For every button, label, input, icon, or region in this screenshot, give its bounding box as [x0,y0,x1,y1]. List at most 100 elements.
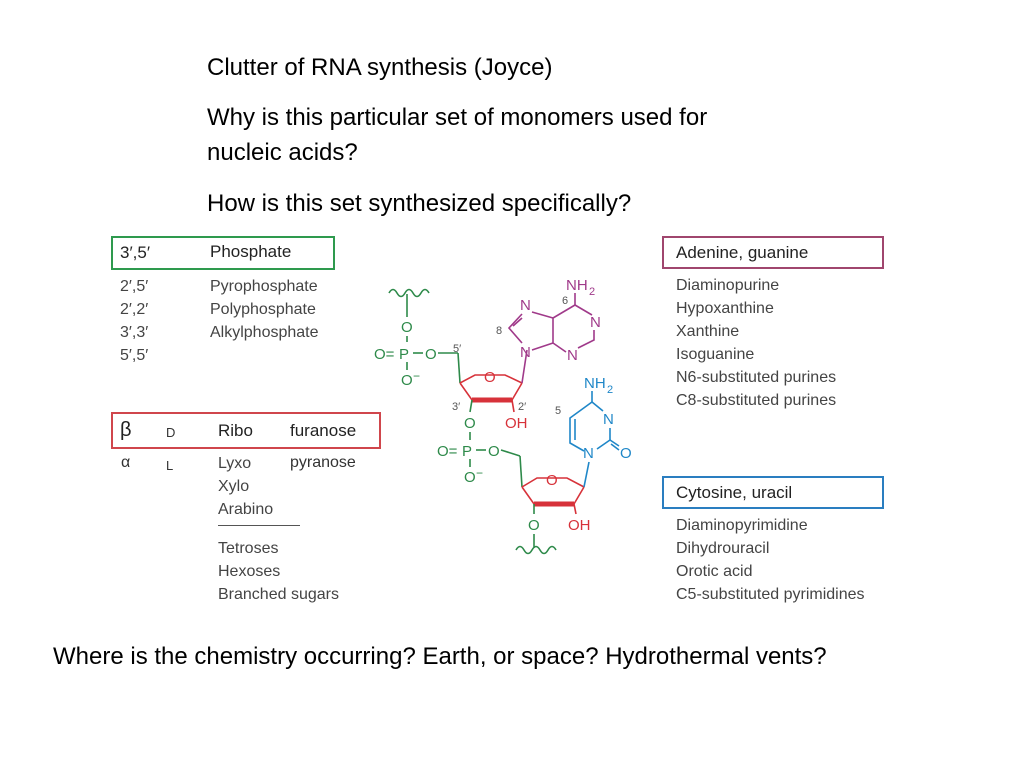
pyrimidine-item: Dihydrouracil [676,540,770,557]
pyrimidine-list: Diaminopyrimidine Dihydrouracil Orotic a… [676,514,865,606]
other-sugar: Tetroses [218,540,279,557]
label-5prime: 5′ [453,343,461,355]
charge: − [413,369,420,383]
sugar-ring-bottom [521,486,585,505]
label-3prime: 3′ [452,401,460,413]
phosphate-label: Pyrophosphate [210,278,318,295]
sugar-alt-config: L [166,458,174,473]
atom-p: P [399,346,409,363]
phosphate-header-label: Phosphate [210,242,292,261]
phosphate-link: 5′,5′ [120,347,149,364]
phosphate-label-list: Pyrophosphate Polyphosphate Alkylphospha… [210,275,319,344]
line-3: How is this set synthesized specifically… [207,190,632,217]
adenine-n1: N [590,314,601,331]
alt-sugar: Lyxo [218,455,252,472]
other-sugar-list: Tetroses Hexoses Branched sugars [218,537,339,606]
line-1: Clutter of RNA synthesis (Joyce) [207,54,553,81]
pyrimidine-item: C5-substituted pyrimidines [676,586,865,603]
adenine-nh2: NH [566,277,588,294]
chain-continuation-top [388,288,430,298]
line-2b: nucleic acids? [207,139,358,166]
bond [511,399,515,413]
purine-item: C8-substituted purines [676,392,837,409]
hydroxyl-oh: OH [505,415,528,432]
pyrimidine-item: Orotic acid [676,563,753,580]
bond [573,503,577,515]
alt-sugar: Xylo [218,478,250,495]
atom-o: O [488,443,500,460]
ring-oxygen: O [546,472,558,489]
sugar-ring-top [521,477,585,488]
purine-list: Diaminopurine Hypoxanthine Xanthine Isog… [676,274,836,412]
purine-highlight-box [662,236,884,269]
atom-p: P [462,443,472,460]
purine-item: Xanthine [676,323,740,340]
phosphate-label: Polyphosphate [210,301,316,318]
sugar-config: D [166,425,176,440]
pyrimidine-highlight-box [662,476,884,509]
purine-item: Hypoxanthine [676,300,774,317]
phosphate-link: 2′,5′ [120,278,149,295]
sugar-alt-anomer: α [121,454,131,471]
atom-o: O [464,415,476,432]
label-6: 6 [562,295,568,307]
alt-sugar: Arabino [218,501,274,518]
adenine-n7: N [520,297,531,314]
imidazole-ring-bonds [507,311,554,351]
atom-o-double: O= [374,346,395,363]
phosphate-highlight-box [111,236,335,270]
glycosidic-bond [521,349,528,384]
carbonyl-bond [610,443,620,451]
adenine-n3: N [567,347,578,364]
bond [457,352,461,384]
glycosidic-bond [583,461,590,488]
label-5: 5 [555,405,561,417]
atom-o-minus: O [464,469,476,486]
label-8: 8 [496,325,502,337]
phosphate-link: 3′,3′ [120,324,149,341]
atom-o: O [425,346,437,363]
purine-item: Isoguanine [676,346,755,363]
sugar-ring: furanose [290,421,357,440]
other-sugar: Hexoses [218,563,281,580]
subscript: 2 [607,384,613,396]
sugar-name: Ribo [218,421,253,440]
charge: − [476,466,483,480]
sugar-alt-ring: pyranose [290,454,356,471]
ring-oxygen: O [484,369,496,386]
double-bond [512,317,523,327]
atom-o-double: O= [437,443,458,460]
carbonyl-bond [609,439,620,447]
label-2prime: 2′ [518,401,526,413]
subscript: 2 [589,286,595,298]
phosphate-link-list: 2′,5′ 2′,2′ 3′,3′ 5′,5′ [120,275,148,367]
cytosine-n3: N [603,411,614,428]
phosphate-label: Alkylphosphate [210,324,319,341]
cytosine-o2: O [620,445,632,462]
adenine-n9: N [520,344,531,361]
bond [469,399,473,413]
bottom-question: Where is the chemistry occurring? Earth,… [53,643,827,670]
line-2a: Why is this particular set of monomers u… [207,104,708,131]
sugar-anomer: β [120,419,132,441]
atom-o: O [401,319,413,336]
purine-item: Diaminopurine [676,277,780,294]
purine-item: N6-substituted purines [676,369,837,386]
sugar-ring-top [459,374,523,384]
pyrimidine-ring-bonds [552,304,595,353]
cytosine-n1: N [583,445,594,462]
hydroxyl-oh: OH [568,517,591,534]
sugar-highlight-box [111,412,381,449]
bond [519,455,523,488]
chain-continuation-bottom [515,545,557,555]
phosphate-header-link: 3′,5′ [120,243,151,262]
purine-header: Adenine, guanine [676,243,809,262]
other-sugar: Branched sugars [218,586,339,603]
bond [500,449,521,457]
pyrimidine-item: Diaminopyrimidine [676,517,808,534]
cytosine-nh2: NH [584,375,606,392]
sugar-divider [218,525,300,526]
atom-o: O [528,517,540,534]
pyrimidine-header: Cytosine, uracil [676,483,793,502]
